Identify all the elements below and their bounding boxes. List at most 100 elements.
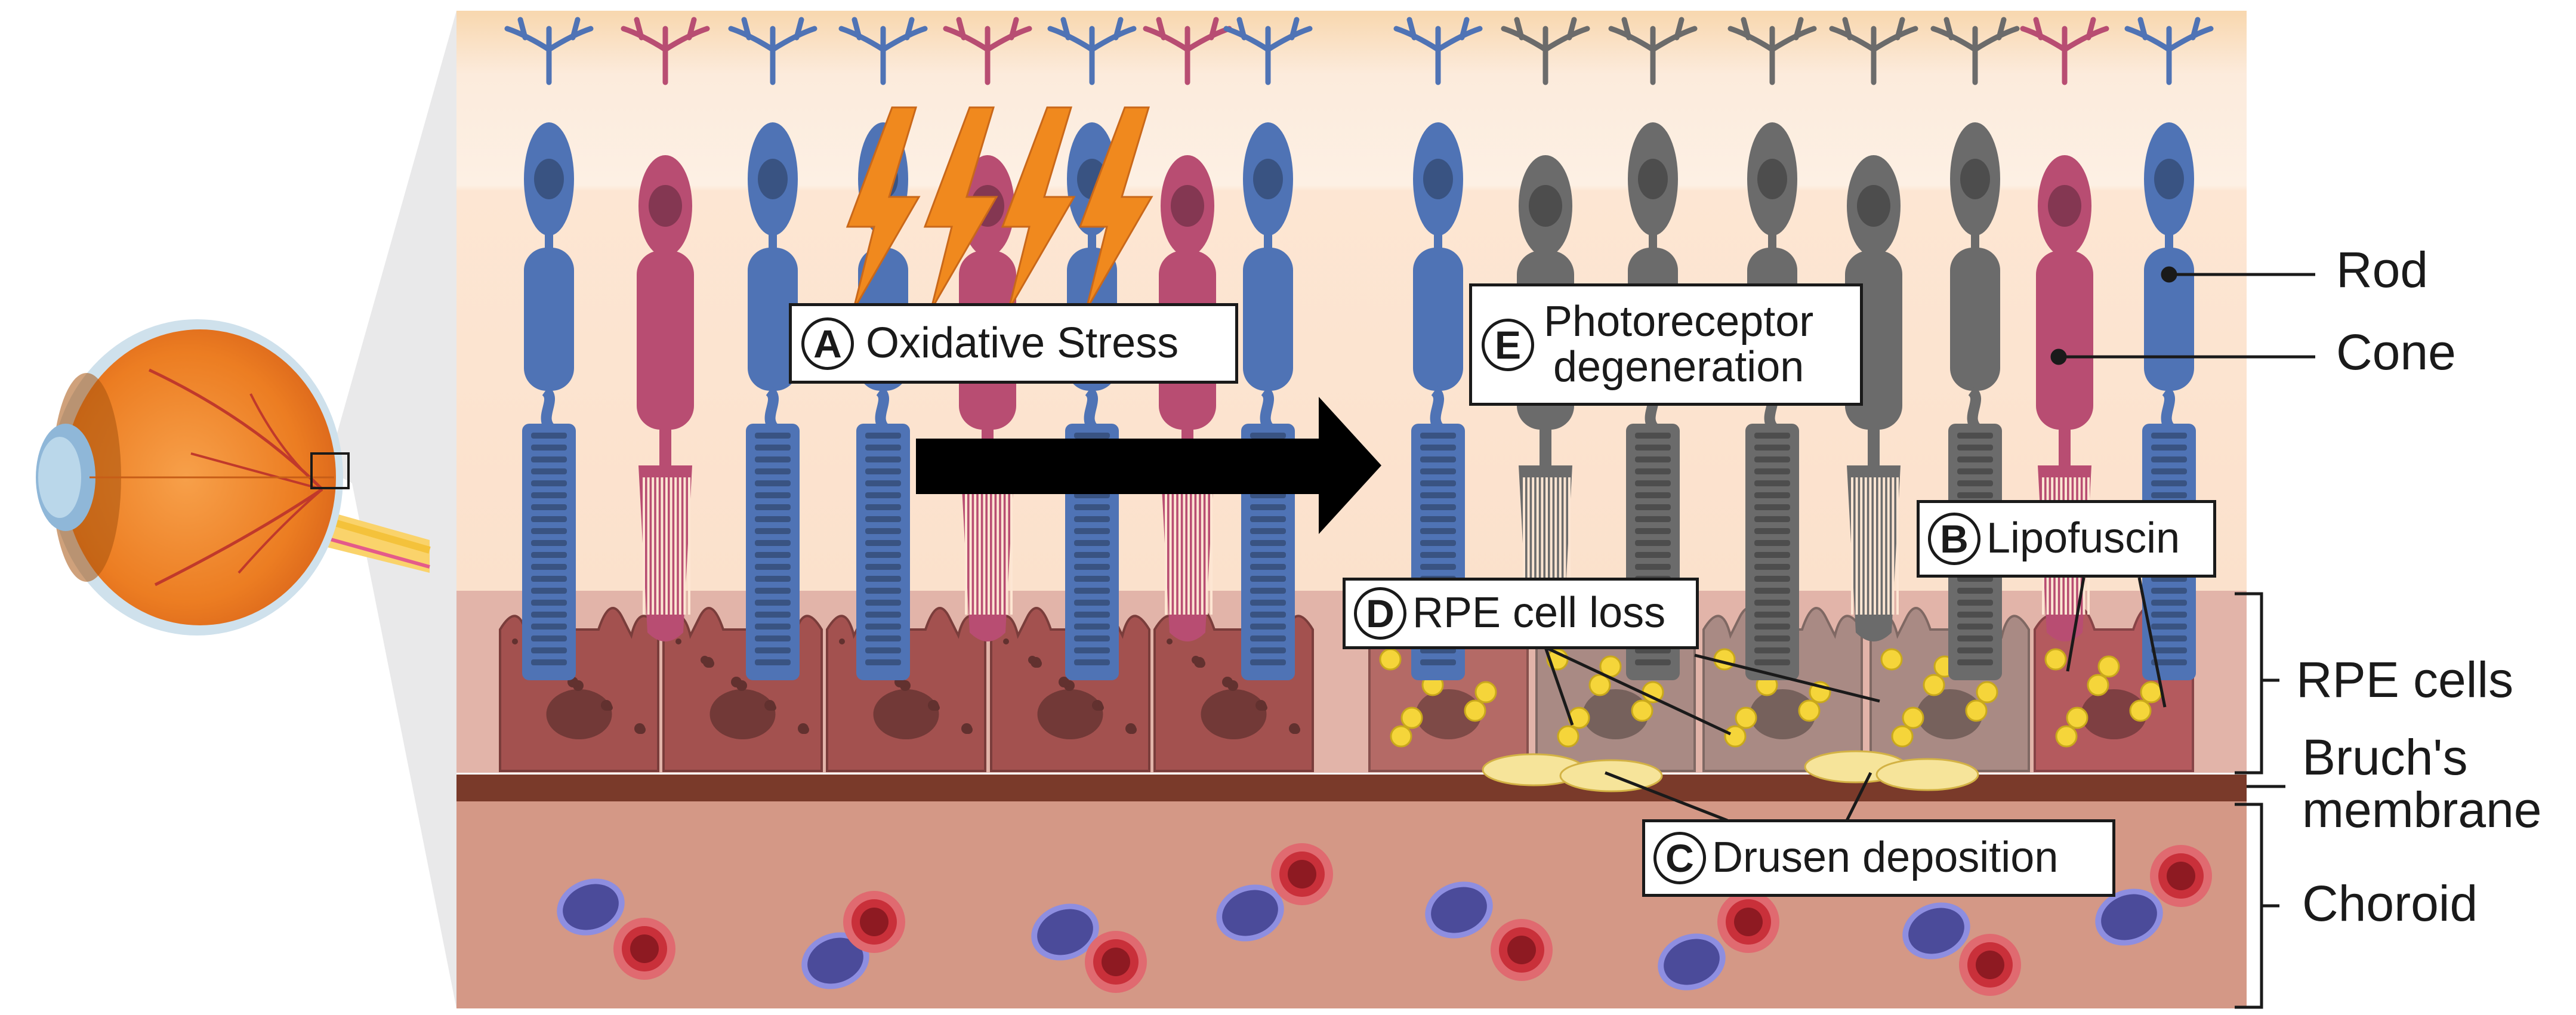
lipofuscin-granule bbox=[2097, 655, 2120, 678]
lipofuscin-granule bbox=[1923, 674, 1945, 696]
cone-cell bbox=[943, 17, 1032, 641]
drusen-deposition-text: Drusen deposition bbox=[1712, 834, 2059, 882]
pigment-granule bbox=[1126, 724, 1132, 730]
red-blood-cell bbox=[1271, 843, 1333, 905]
white-blood-cell bbox=[1031, 903, 1099, 961]
pigment-granule bbox=[928, 701, 934, 707]
pigment-granule bbox=[1028, 656, 1036, 664]
lipofuscin-granule bbox=[1464, 699, 1486, 722]
photoreceptor-text-line2: degeneration bbox=[1553, 343, 1804, 391]
lipofuscin-granule bbox=[1724, 725, 1747, 748]
pigment-granule bbox=[1093, 701, 1099, 707]
white-blood-cell bbox=[557, 878, 625, 936]
label-rpe-cell-loss: D RPE cell loss bbox=[1343, 578, 1699, 649]
red-blood-cell bbox=[2150, 845, 2212, 907]
lipofuscin-granule bbox=[1902, 707, 1924, 729]
badge-d: D bbox=[1354, 587, 1406, 640]
lipofuscin-granule bbox=[1976, 681, 1998, 704]
lipofuscin-granule bbox=[2055, 725, 2078, 748]
rpe-cell bbox=[1702, 607, 1863, 772]
lightning-bolt bbox=[923, 106, 998, 311]
white-blood-cell bbox=[1216, 884, 1284, 942]
lipofuscin-granule bbox=[1631, 699, 1653, 722]
lipofuscin-granule bbox=[2087, 674, 2109, 696]
rod-cell bbox=[504, 17, 594, 680]
lipofuscin-granule bbox=[1735, 707, 1757, 729]
lipofuscin-granule bbox=[1965, 699, 1988, 722]
cone-cell bbox=[621, 17, 710, 641]
leader-lines bbox=[1544, 266, 2315, 1009]
lipofuscin-granule bbox=[1798, 699, 1821, 722]
bruchs-label-line2: membrane bbox=[2302, 782, 2542, 838]
red-blood-cell bbox=[613, 918, 675, 980]
pigment-granule bbox=[1167, 638, 1173, 644]
red-blood-cell bbox=[1491, 919, 1553, 981]
pigment-granule bbox=[512, 638, 518, 644]
lipofuscin-granule bbox=[1379, 648, 1402, 671]
rod-label: Rod bbox=[2336, 242, 2429, 298]
lightning-bolt bbox=[1078, 106, 1153, 311]
lipofuscin-granule bbox=[1390, 725, 1412, 748]
lipofuscin-granule bbox=[1588, 674, 1611, 696]
lipofuscin-granule bbox=[2044, 648, 2067, 671]
rod-cell bbox=[728, 17, 817, 680]
pigment-granule bbox=[601, 701, 607, 707]
label-drusen-deposition: C Drusen deposition bbox=[1642, 819, 2115, 897]
pigment-granule bbox=[701, 656, 709, 664]
lipofuscin-granule bbox=[1474, 681, 1497, 704]
choroid-label: Choroid bbox=[2302, 875, 2478, 931]
photoreceptor-text-line1: Photoreceptor bbox=[1544, 297, 1814, 345]
white-blood-cell bbox=[2095, 888, 2163, 946]
pigment-granule bbox=[962, 724, 968, 730]
badge-e: E bbox=[1482, 318, 1534, 371]
lipofuscin-granule bbox=[1880, 648, 1903, 671]
bruchs-membrane-label: Bruch's membrane bbox=[2302, 729, 2542, 838]
lipofuscin-granule bbox=[1557, 725, 1579, 748]
oxidative-stress-text: Oxidative Stress bbox=[866, 319, 1179, 367]
pigment-granule bbox=[1256, 701, 1262, 707]
drusen-deposit bbox=[1875, 758, 1979, 791]
bruchs-label-line1: Bruch's bbox=[2302, 729, 2468, 785]
zoom-box bbox=[310, 452, 350, 489]
red-blood-cell bbox=[1959, 934, 2021, 996]
pigment-granule bbox=[675, 638, 681, 644]
pigment-granule bbox=[765, 701, 771, 707]
red-blood-cell bbox=[1717, 891, 1779, 953]
red-blood-cell bbox=[843, 891, 905, 953]
badge-a: A bbox=[801, 317, 854, 370]
label-photoreceptor-degeneration: E Photoreceptor degeneration bbox=[1469, 283, 1863, 406]
red-blood-cell bbox=[1085, 931, 1147, 993]
pigment-granule bbox=[731, 677, 742, 687]
white-blood-cell bbox=[801, 932, 869, 989]
lightning-bolt bbox=[1001, 106, 1076, 311]
pigment-granule bbox=[1059, 677, 1069, 687]
lipofuscin-granule bbox=[1400, 707, 1423, 729]
pigment-granule bbox=[839, 638, 845, 644]
lipofuscin-granule bbox=[2140, 681, 2162, 704]
rpe-cell-loss-text: RPE cell loss bbox=[1412, 589, 1666, 637]
lipofuscin-text: Lipofuscin bbox=[1986, 514, 2180, 563]
pigment-granule bbox=[1003, 638, 1009, 644]
eye-icon bbox=[36, 319, 431, 635]
pigment-granule bbox=[1192, 656, 1200, 664]
rpe-cells-label: RPE cells bbox=[2296, 652, 2514, 708]
white-blood-cell bbox=[1425, 881, 1493, 939]
pigment-granule bbox=[635, 724, 641, 730]
lipofuscin-granule bbox=[2066, 707, 2088, 729]
lightning-bolt bbox=[846, 106, 921, 311]
pigment-granule bbox=[1222, 677, 1233, 687]
badge-b: B bbox=[1928, 513, 1980, 565]
pigment-granule bbox=[1289, 724, 1295, 730]
lipofuscin-granule bbox=[1891, 725, 1914, 748]
cone-label: Cone bbox=[2336, 324, 2456, 380]
white-blood-cell bbox=[1658, 933, 1726, 991]
pigment-granule bbox=[798, 724, 804, 730]
white-blood-cell bbox=[1902, 902, 1970, 960]
badge-c: C bbox=[1653, 832, 1706, 884]
progression-arrow bbox=[916, 397, 1381, 534]
label-oxidative-stress: A Oxidative Stress bbox=[789, 303, 1238, 384]
lipofuscin-granule bbox=[2129, 699, 2152, 722]
zoom-funnel bbox=[327, 11, 456, 1008]
label-lipofuscin: B Lipofuscin bbox=[1917, 500, 2216, 578]
